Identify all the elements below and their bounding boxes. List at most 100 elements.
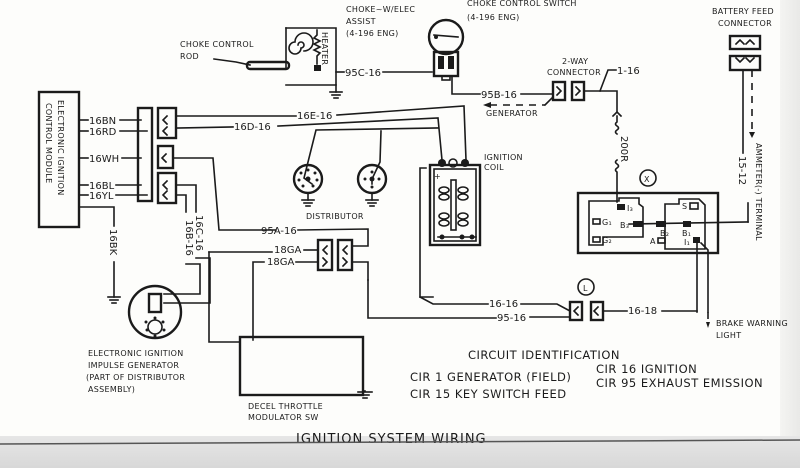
connector-cavity-1 (156, 106, 178, 140)
wire-label-15-12: 15-12 (736, 156, 747, 185)
connector-cavity-3 (156, 171, 178, 205)
arrow-icon (706, 322, 710, 328)
choke-spring-icon (288, 32, 314, 55)
battery-feed-connector: BATTERY FEED CONNECTOR 15-12 AMMETER(-) … (712, 7, 774, 241)
ignition-coil-label-2: COIL (484, 163, 504, 172)
wire-label-16yl: 16YL (89, 191, 114, 202)
ignition-coil-body (428, 163, 482, 247)
choke-switch-label-1: CHOKE CONTROL SWITCH (467, 0, 577, 8)
connector-l: L 16-16 95-16 16-18 BRAKE WARNING LIGHT (367, 278, 788, 340)
wire-label-16-16: 16-16 (489, 299, 518, 310)
brake-warning-label-1: BRAKE WARNING (716, 319, 788, 328)
wire-label-18ga-1: 18GA (274, 245, 301, 256)
control-module-label-2: CONTROL MODULE (44, 103, 53, 184)
distributor: DISTRIBUTOR (292, 127, 439, 221)
connector-l-marker: L (583, 284, 588, 293)
circuit-id-item: CIR 15 KEY SWITCH FEED (410, 387, 567, 401)
circuit-id-item: CIR 16 IGNITION (596, 362, 697, 376)
svg-text:S: S (682, 202, 687, 211)
circuit-identification: CIRCUIT IDENTIFICATION CIR 1 GENERATOR (… (410, 348, 763, 401)
two-way-connector: 2-WAY CONNECTOR 1-16 200R (547, 57, 640, 203)
svg-text:G₂: G₂ (602, 236, 612, 245)
page-edge-shadow (780, 0, 800, 440)
module-connector-body (136, 106, 154, 203)
wire-label-200r: 200R (618, 136, 629, 162)
circuit-id-heading: CIRCUIT IDENTIFICATION (468, 348, 620, 362)
decel-label-2: MODULATOR SW (248, 413, 319, 422)
control-module: ELECTRONIC IGNITION CONTROL MODULE (37, 90, 81, 229)
choke-control-rod-icon (245, 60, 291, 71)
wire-label-16b: 16B-16 (183, 220, 194, 256)
svg-text:B₂: B₂ (660, 229, 669, 238)
decel-throttle-switch-box (238, 335, 365, 397)
coil-feed-wires: 16E-16 16D-16 95A-16 16C-16 16B-16 (163, 105, 467, 304)
fuse-block-marker: X (644, 175, 650, 184)
choke-assist-label-3: (4-196 ENG) (346, 29, 399, 38)
ground-icon (301, 199, 315, 207)
decel-label-1: DECEL THROTTLE (248, 402, 323, 411)
wire-label-16bl: 16BL (89, 181, 115, 192)
impulse-generator-icon (127, 284, 183, 340)
wire-label-16bn: 16BN (89, 116, 116, 127)
decel-connector: 18GA 18GA DECEL THROTTLE MODULATOR SW (208, 238, 373, 422)
wire-label-18ga-2: 18GA (267, 257, 294, 268)
choke-control-rod-label-2: ROD (180, 52, 199, 61)
wire-label-16bk: 16BK (107, 229, 118, 256)
coil-positive-icon: + (434, 172, 441, 181)
battery-feed-label-2: CONNECTOR (718, 19, 772, 28)
wire-label-95b: 95B-16 (481, 90, 517, 101)
generator-label: GENERATOR (486, 109, 538, 118)
ignition-coil: + IGNITION COIL (419, 153, 523, 298)
wire-label-95c: 95C-16 (345, 68, 381, 79)
ammeter-terminal-label: AMMETER(-) TERMINAL (754, 143, 763, 241)
connector-cavity-2 (156, 144, 175, 170)
wire-label-16wh: 16WH (89, 154, 119, 165)
diagram-title: IGNITION SYSTEM WIRING (296, 432, 487, 447)
impulse-generator-label-1: ELECTRONIC IGNITION (88, 349, 184, 358)
impulse-generator-label-3: (PART OF DISTRIBUTOR (86, 373, 185, 382)
svg-text:I₃: I₃ (627, 204, 633, 213)
distributor-label: DISTRIBUTOR (306, 212, 364, 221)
choke-assist-label-2: ASSIST (346, 17, 376, 26)
battery-feed-label-1: BATTERY FEED (712, 7, 774, 16)
circuit-id-item: CIR 1 GENERATOR (FIELD) (410, 370, 571, 384)
impulse-generator: ELECTRONIC IGNITION IMPULSE GENERATOR (P… (86, 284, 185, 394)
arrow-icon (749, 132, 755, 138)
wire-label-1-16: 1-16 (617, 66, 640, 77)
arrow-icon (483, 102, 491, 108)
heater-label: HEATER (320, 32, 329, 65)
svg-text:A: A (650, 237, 656, 246)
two-way-connector-label-2: CONNECTOR (547, 68, 601, 77)
svg-text:G₁: G₁ (602, 218, 612, 227)
wire-label-16-18: 16-18 (628, 306, 657, 317)
control-module-box (37, 90, 81, 229)
heater-resistor-icon (312, 29, 322, 65)
page-fold-line (0, 439, 800, 445)
choke-control-rod-label-1: CHOKE CONTROL (180, 40, 254, 49)
circuit-id-item: CIR 95 EXHAUST EMISSION (596, 376, 763, 390)
control-module-label-1: ELECTRONIC IGNITION (56, 100, 65, 196)
two-way-connector-label-1: 2-WAY (562, 57, 588, 66)
wire-label-16e: 16E-16 (297, 111, 332, 122)
wire-label-16c: 16C-16 (193, 215, 204, 251)
brake-warning-label-2: LIGHT (716, 331, 741, 340)
impulse-generator-label-2: IMPULSE GENERATOR (88, 361, 179, 370)
choke-control-switch: 95B-16 GENERATOR CHOKE CONTROL SWITCH (4… (427, 0, 577, 118)
choke-switch-icon (427, 18, 465, 56)
wire-label-16rd: 16RD (89, 127, 117, 138)
choke-switch-label-2: (4-196 ENG) (467, 13, 520, 22)
module-connector (136, 106, 178, 205)
choke-electric-assist: HEATER 95C-16 CHOKE CONTROL ROD CHOKE~W/… (180, 5, 433, 99)
choke-assist-label-1: CHOKE~W/ELEC (346, 5, 415, 14)
ground-icon (357, 391, 373, 399)
svg-text:B₃: B₃ (620, 221, 629, 230)
wire-label-95a: 95A-16 (261, 226, 297, 237)
ground-icon (365, 199, 379, 207)
svg-text:I₁: I₁ (684, 238, 690, 247)
ignition-coil-label-1: IGNITION (484, 153, 523, 162)
wire-label-16d: 16D-16 (234, 122, 271, 133)
ground-icon (107, 296, 121, 304)
svg-text:B₁: B₁ (682, 229, 691, 238)
